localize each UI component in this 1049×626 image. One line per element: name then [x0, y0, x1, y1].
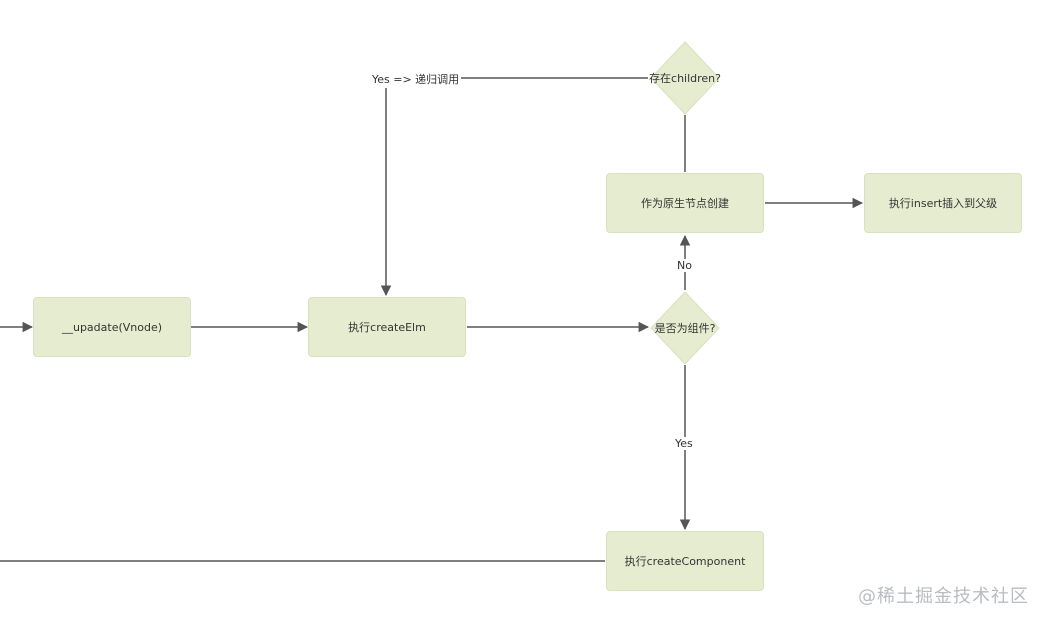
- decision-has-children-shape: [650, 41, 720, 115]
- node-native-create-label: 作为原生节点创建: [641, 197, 729, 210]
- node-update-label: __upadate(Vnode): [61, 320, 163, 334]
- node-create-elm: 执行createElm: [308, 297, 466, 357]
- edge-label-yes: Yes: [673, 437, 695, 450]
- watermark: @稀土掘金技术社区: [858, 586, 1029, 607]
- node-create-component-label: 执行createComponent: [624, 555, 746, 568]
- edge-label-recursive-call: Yes => 递归调用: [370, 71, 462, 87]
- node-native-create: 作为原生节点创建: [606, 173, 764, 233]
- decision-has-children: 存在children?: [649, 41, 721, 115]
- node-insert-parent-label: 执行insert插入到父级: [888, 197, 998, 210]
- decision-is-component-label: 是否为组件?: [654, 322, 716, 335]
- decision-is-component: 是否为组件?: [650, 291, 720, 365]
- node-insert-parent: 执行insert插入到父级: [864, 173, 1022, 233]
- node-create-elm-label: 执行createElm: [348, 321, 426, 334]
- node-update: __upadate(Vnode): [33, 297, 191, 357]
- decision-has-children-label: 存在children?: [649, 72, 721, 85]
- node-create-component: 执行createComponent: [606, 531, 764, 591]
- decision-is-component-shape: [650, 291, 720, 365]
- edge-label-no: No: [675, 259, 694, 272]
